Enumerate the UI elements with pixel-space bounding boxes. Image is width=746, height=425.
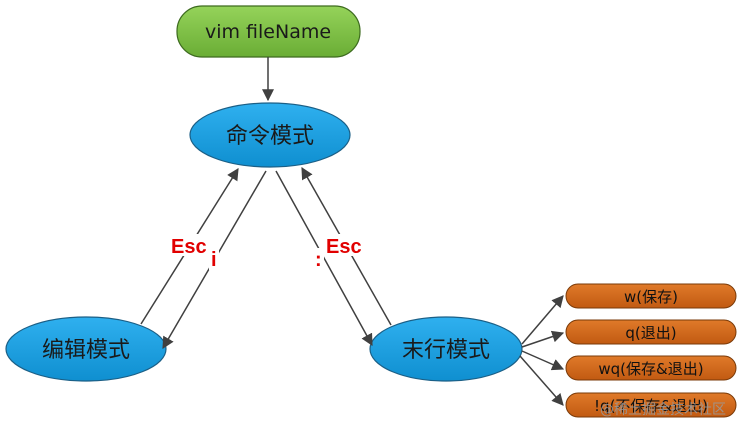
cmd-save-quit-label: wq(保存&退出) (598, 360, 703, 378)
cmd-box-save-quit: wq(保存&退出) (565, 355, 737, 381)
start-node: vim fileName (176, 5, 361, 58)
insert-key-label: i (211, 249, 217, 271)
lastline-mode-node: 末行模式 (369, 316, 523, 382)
command-mode-label: 命令模式 (226, 124, 314, 149)
watermark-text: @稀土掘金技术社区 (600, 402, 726, 418)
esc-left-label: Esc (171, 236, 207, 258)
cmd-save-label: w(保存) (624, 288, 678, 306)
cmd-quit-label: q(退出) (625, 324, 676, 342)
command-mode-node: 命令模式 (189, 102, 351, 168)
edit-mode-node: 编辑模式 (5, 316, 167, 382)
cmd-force-quit-label: !q(不保存&退出) (594, 397, 708, 415)
edge-to-cmd-force-quit (519, 355, 564, 406)
esc-right-label: Esc (326, 236, 362, 258)
edge-to-cmd-save (521, 295, 564, 345)
cmd-box-force-quit: !q(不保存&退出) (565, 392, 737, 418)
edge-to-cmd-save-quit (521, 350, 565, 371)
cmd-box-save: w(保存) (565, 283, 737, 309)
start-node-label: vim fileName (205, 21, 331, 43)
lastline-mode-label: 末行模式 (402, 338, 490, 363)
colon-key-label: : (315, 249, 322, 271)
edge-to-cmd-quit (521, 330, 565, 348)
edit-mode-label: 编辑模式 (42, 338, 130, 363)
cmd-box-quit: q(退出) (565, 319, 737, 345)
